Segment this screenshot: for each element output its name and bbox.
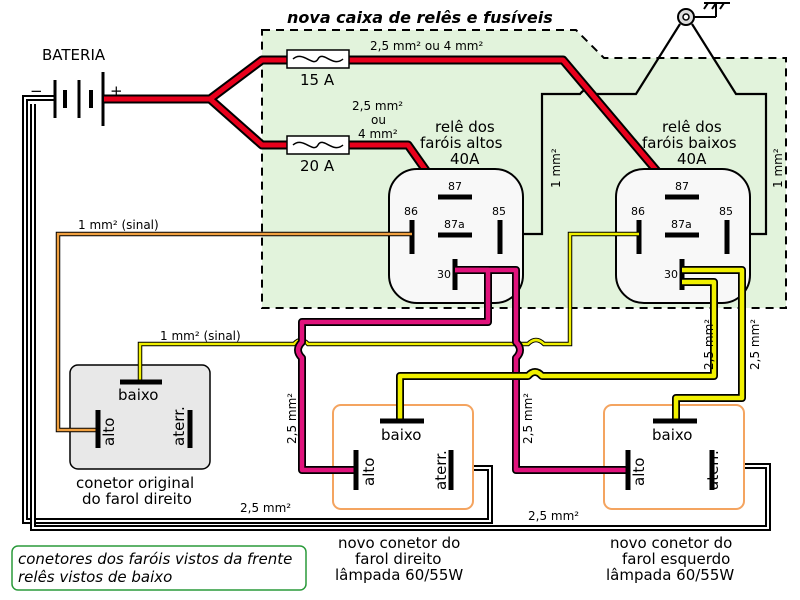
connector-new-right-caption-2: farol direito xyxy=(355,550,441,568)
ground-icon xyxy=(686,2,730,18)
connector-new-left-caption-1: novo conetor do xyxy=(610,534,732,552)
connector-new-right-pins xyxy=(353,418,454,490)
relay-low-pin-85: 85 xyxy=(719,205,733,218)
fuse-20a-icon xyxy=(286,135,350,155)
battery-label: BATERIA xyxy=(42,46,106,64)
legend-line-1: conetores dos faróis vistos da frente xyxy=(18,550,292,568)
connector-original-caption-2: do farol direito xyxy=(82,490,192,508)
relay-high-pin-86: 86 xyxy=(404,205,418,218)
relay-high-pin-87a: 87a xyxy=(444,218,465,231)
relay-high-pin-85: 85 xyxy=(492,205,506,218)
signal-wire-high xyxy=(55,231,412,433)
fuse-15a-icon xyxy=(286,49,350,69)
top-gauge-label: 2,5 mm² ou 4 mm² xyxy=(370,39,483,53)
relay-high-title-2: faróis altos xyxy=(420,134,503,152)
relay-low-pin-87: 87 xyxy=(675,180,689,193)
relay-low-pin-30: 30 xyxy=(664,268,678,281)
connector-new-left-pin-low: baixo xyxy=(652,426,692,444)
signal-label-low: 1 mm² (sinal) xyxy=(160,329,241,343)
high-beam-load-wires xyxy=(294,266,628,474)
connector-new-right-pin-low: baixo xyxy=(381,426,421,444)
bottom-gauge-label-2: 2,5 mm² xyxy=(528,509,579,523)
connector-original-pins xyxy=(95,379,193,448)
battery-icon xyxy=(53,72,105,126)
mid-gauge-label-1: 2,5 mm² xyxy=(352,99,403,113)
ground-terminal-icon xyxy=(677,8,695,26)
connector-new-right-caption-3: lâmpada 60/55W xyxy=(335,566,463,584)
coil-gauge-label-low: 1 mm² xyxy=(771,148,785,188)
fuse-20a-label: 20 A xyxy=(300,157,335,175)
connector-new-left-caption-3: lâmpada 60/55W xyxy=(606,566,734,584)
connector-original-pin-ground: aterr. xyxy=(170,406,188,446)
connector-new-left-pins xyxy=(625,418,715,490)
load-label-left: 2,5 mm² xyxy=(285,393,299,444)
load-label-center: 2,5 mm² xyxy=(521,393,535,444)
coil-gauge-label-high: 1 mm² xyxy=(549,148,563,188)
relay-high-amps: 40A xyxy=(450,150,480,168)
legend-line-2: relês vistos de baixo xyxy=(18,568,172,586)
mid-gauge-label-2: ou xyxy=(371,113,386,127)
connector-original-pin-high: alto xyxy=(100,418,118,446)
connector-new-right-pin-high: alto xyxy=(360,458,378,486)
connector-original-caption-1: conetor original xyxy=(76,474,194,492)
connector-new-right-pin-ground: aterr. xyxy=(432,450,450,490)
connector-new-right-caption-1: novo conetor do xyxy=(338,534,460,552)
load-label-right-1: 2,5 mm² xyxy=(702,319,716,370)
mid-gauge-label-3: 4 mm² xyxy=(358,127,398,141)
relay-high-pin-87: 87 xyxy=(448,180,462,193)
relay-high-pins xyxy=(409,194,503,290)
connector-new-left-caption-2: farol esquerdo xyxy=(622,550,730,568)
signal-wire-low xyxy=(137,231,639,382)
relay-low-amps: 40A xyxy=(677,150,707,168)
relay-low-pin-86: 86 xyxy=(631,205,645,218)
legend-box xyxy=(11,545,307,591)
relay-high-pin-30: 30 xyxy=(437,268,451,281)
signal-label-high: 1 mm² (sinal) xyxy=(78,218,159,232)
load-label-right-2: 2,5 mm² xyxy=(748,319,762,370)
relay-high-title-1: relê dos xyxy=(435,118,495,136)
connector-new-left-pin-ground: aterr. xyxy=(704,450,722,490)
connector-original-pin-low: baixo xyxy=(118,386,158,404)
relay-box-title: nova caixa de relês e fusíveis xyxy=(287,8,553,27)
fuse-15a-label: 15 A xyxy=(300,71,335,89)
low-beam-load-wires xyxy=(396,266,746,420)
battery-minus: − xyxy=(30,82,43,100)
connector-new-left-pin-high: alto xyxy=(630,458,648,486)
ground-loop xyxy=(22,95,771,531)
bottom-gauge-label-1: 2,5 mm² xyxy=(240,501,291,515)
relay-low-title-2: faróis baixos xyxy=(642,134,737,152)
relay-low-pin-87a: 87a xyxy=(671,218,692,231)
relay-low-title-1: relê dos xyxy=(662,118,722,136)
